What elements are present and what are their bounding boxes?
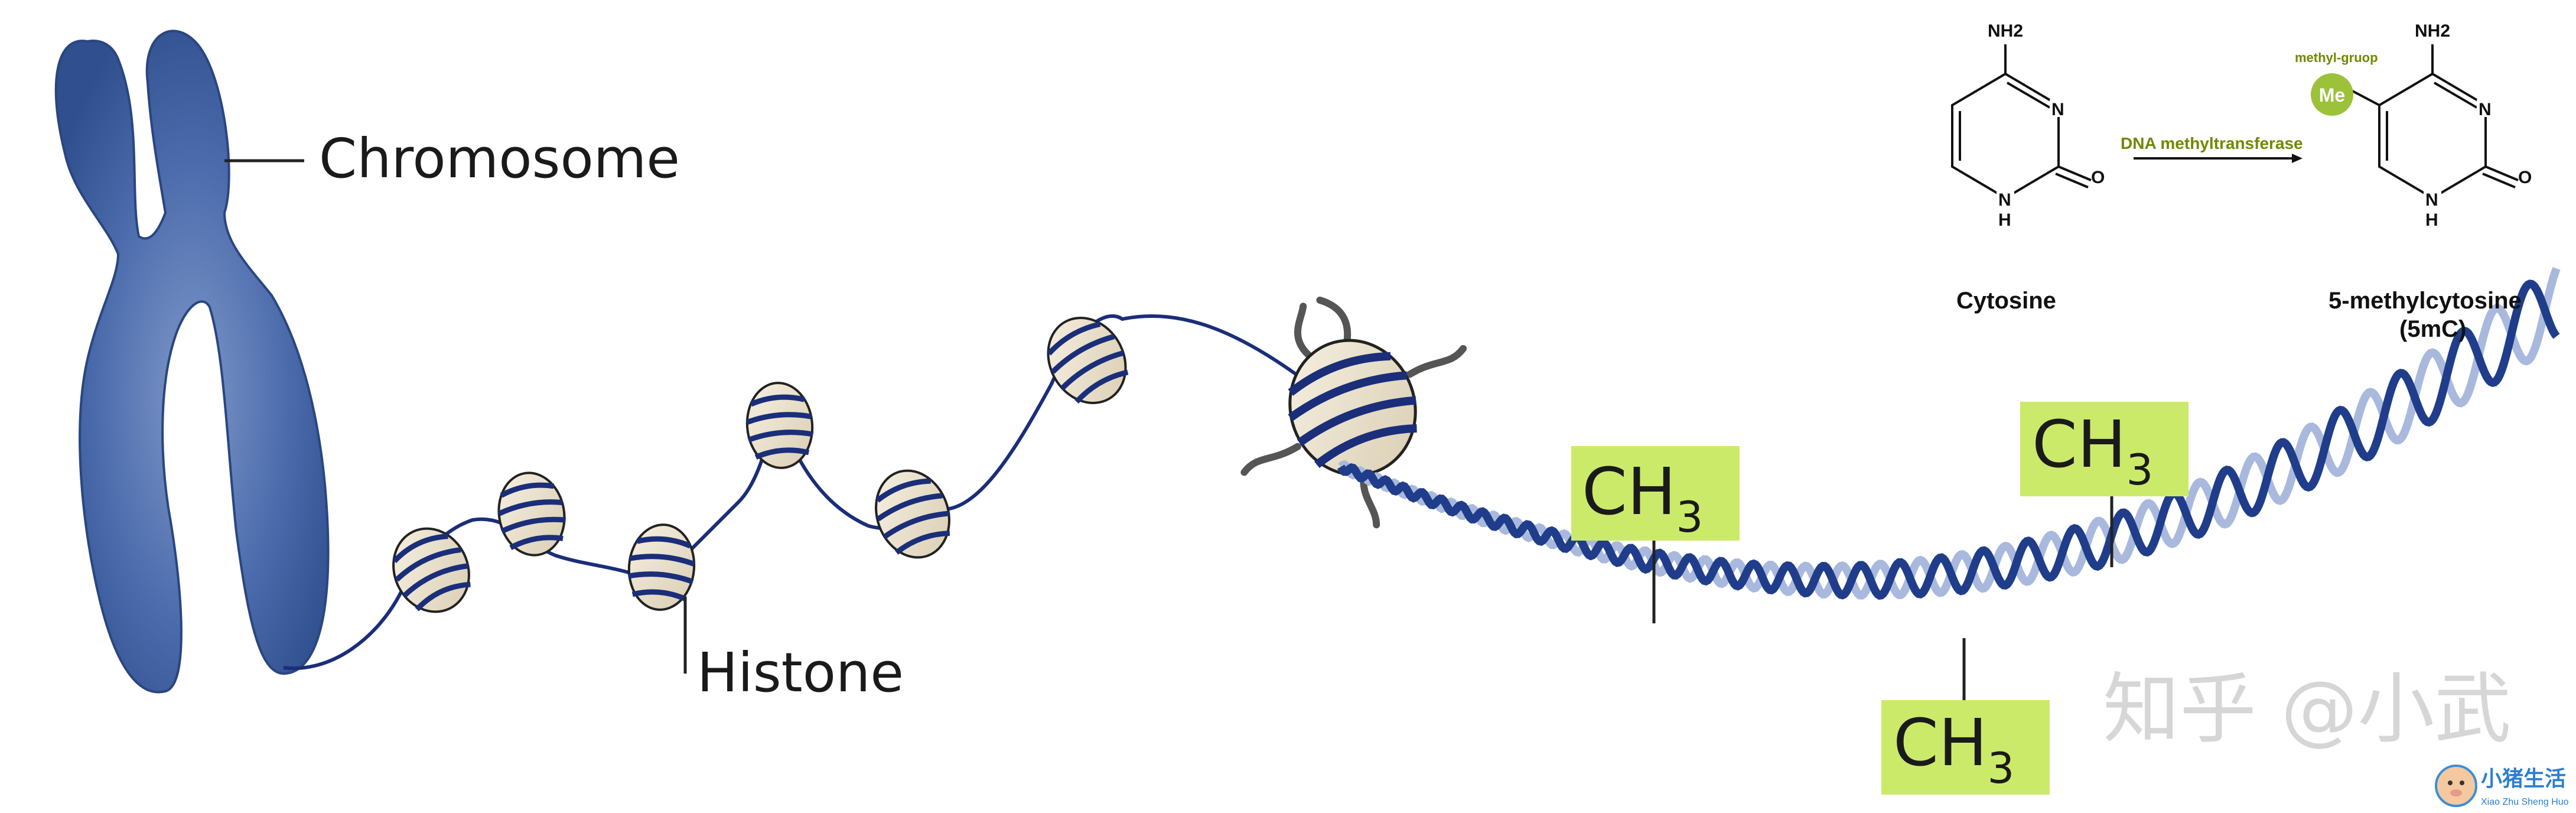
reaction-arrow: DNA methyltransferase — [2121, 134, 2303, 163]
svg-text:N: N — [2051, 100, 2064, 119]
nucleosome — [392, 527, 471, 613]
chromosome-label: Chromosome — [319, 127, 680, 190]
histone-label: Histone — [697, 641, 904, 704]
methyl-group-label: methyl-gruop — [2295, 50, 2378, 65]
methyl-label: CH3 — [1893, 705, 2014, 793]
logo-title: 小猪生活 — [2481, 767, 2566, 791]
nucleosome — [1047, 317, 1129, 404]
methyl-label: CH3 — [2032, 406, 2153, 495]
dna-linker-strand — [283, 314, 1318, 671]
methyl-tag: CH3 — [1881, 638, 2050, 795]
methyl-box — [1881, 700, 2050, 795]
logo-subtitle: Xiao Zhu Sheng Huo — [2481, 797, 2569, 807]
methyl-label: CH3 — [1582, 454, 1703, 542]
svg-text:H: H — [1998, 210, 2011, 230]
svg-text:N: N — [2425, 190, 2438, 210]
methyl-tag: CH3 — [2020, 402, 2189, 567]
svg-text:H: H — [2425, 210, 2438, 230]
svg-text:N: N — [2479, 100, 2492, 119]
cytosine-label: Cytosine — [1956, 288, 2056, 314]
svg-text:NH2: NH2 — [1988, 21, 2023, 41]
nucleosome — [875, 469, 950, 559]
helix-strand — [1337, 279, 2560, 600]
cytosine-structure: NH2 N N H O Cytosine — [1951, 21, 2105, 314]
svg-text:O: O — [2518, 168, 2532, 187]
site-logo: 小猪生活 Xiao Zhu Sheng Huo — [2435, 765, 2569, 807]
methylcytosine-label: 5-methylcytosine — [2329, 288, 2522, 314]
enzyme-label: DNA methyltransferase — [2121, 134, 2303, 152]
helix-strand — [1338, 266, 2561, 600]
nucleosome-large — [1240, 297, 1467, 529]
nucleosome — [497, 471, 566, 557]
methyl-box — [1571, 446, 1740, 541]
pig-face-icon — [2435, 765, 2477, 807]
svg-text:NH2: NH2 — [2415, 21, 2450, 41]
svg-text:N: N — [1998, 190, 2011, 210]
watermark-text: 知乎 @小武 — [2103, 664, 2511, 754]
dna-double-helix — [1337, 266, 2561, 600]
methylcytosine-structure: NH2 N N H O Me methyl-gruop 5-methylcyto… — [2295, 21, 2532, 342]
methyl-tag: CH3 — [1571, 446, 1740, 623]
chromosome — [54, 30, 330, 694]
methyl-box — [2020, 402, 2189, 496]
methylcytosine-abbrev: (5mC) — [2399, 316, 2466, 342]
nucleosome — [627, 523, 696, 611]
svg-text:O: O — [2091, 168, 2105, 187]
svg-text:Me: Me — [2319, 84, 2345, 106]
nucleosome — [745, 382, 814, 469]
methyl-group-circle — [2311, 73, 2353, 116]
